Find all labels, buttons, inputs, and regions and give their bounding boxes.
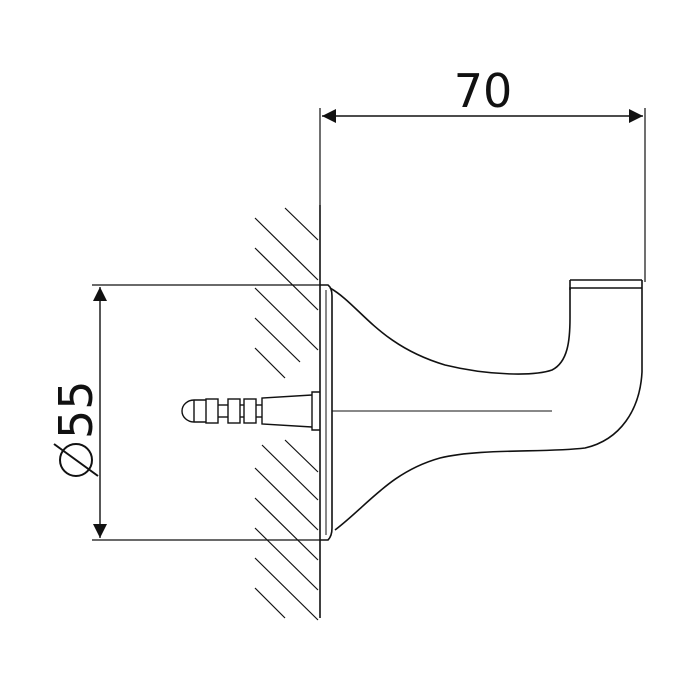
wall-anchor xyxy=(181,391,320,431)
width-dimension-label: 70 xyxy=(454,64,513,118)
wall-hatching xyxy=(254,205,321,621)
width-dimension xyxy=(319,108,646,282)
diameter-symbol-icon xyxy=(53,443,99,477)
base-plate xyxy=(320,284,333,541)
diameter-label-group: 55 xyxy=(49,380,103,477)
diameter-dimension xyxy=(92,284,320,541)
diameter-dimension-label: 55 xyxy=(49,380,103,439)
hook-body xyxy=(329,279,643,531)
